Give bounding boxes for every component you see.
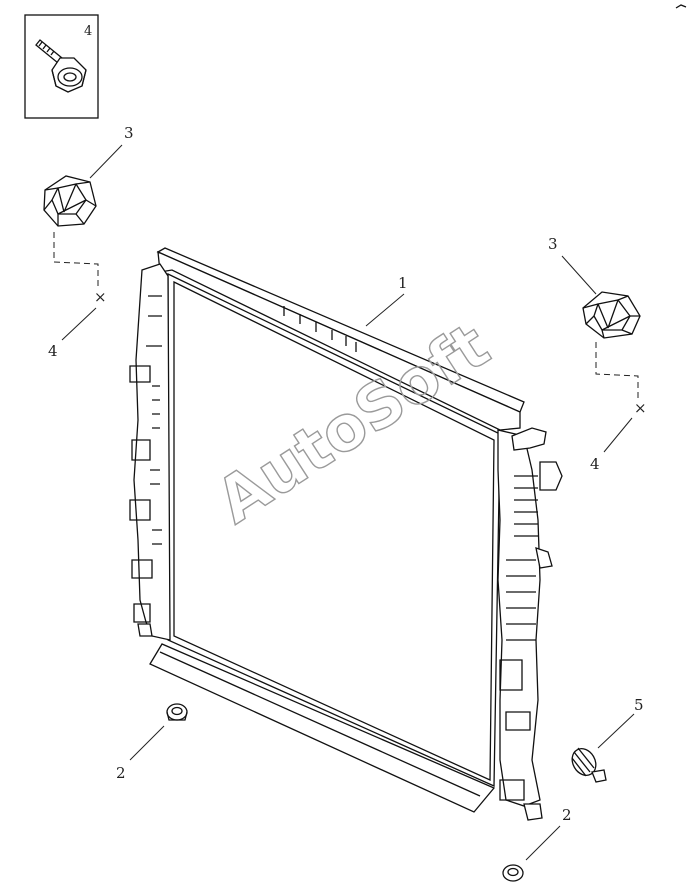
callout-3-left: 3 — [124, 124, 134, 142]
upper-left-mount — [43, 175, 97, 227]
callout-2-left: 2 — [116, 764, 126, 782]
corner-mark — [675, 4, 687, 9]
callout-5-drain: 5 — [634, 696, 644, 714]
radiator-assembly — [129, 247, 563, 821]
callout-3-right: 3 — [548, 235, 558, 253]
fastener-point-left: × — [94, 288, 107, 306]
callout-4-left: 4 — [48, 342, 58, 360]
bolt-icon — [35, 39, 87, 93]
inset-callout-number: 4 — [84, 24, 92, 39]
upper-right-mount — [582, 291, 641, 339]
callout-1-radiator: 1 — [398, 274, 408, 292]
fastener-point-right: × — [634, 399, 647, 417]
callout-2-right: 2 — [562, 806, 572, 824]
callout-4-right: 4 — [590, 455, 600, 473]
lower-right-grommet — [502, 864, 524, 882]
lower-left-grommet — [166, 703, 188, 721]
inset-box: 4 — [24, 14, 99, 119]
drain-plug-icon — [571, 747, 607, 783]
